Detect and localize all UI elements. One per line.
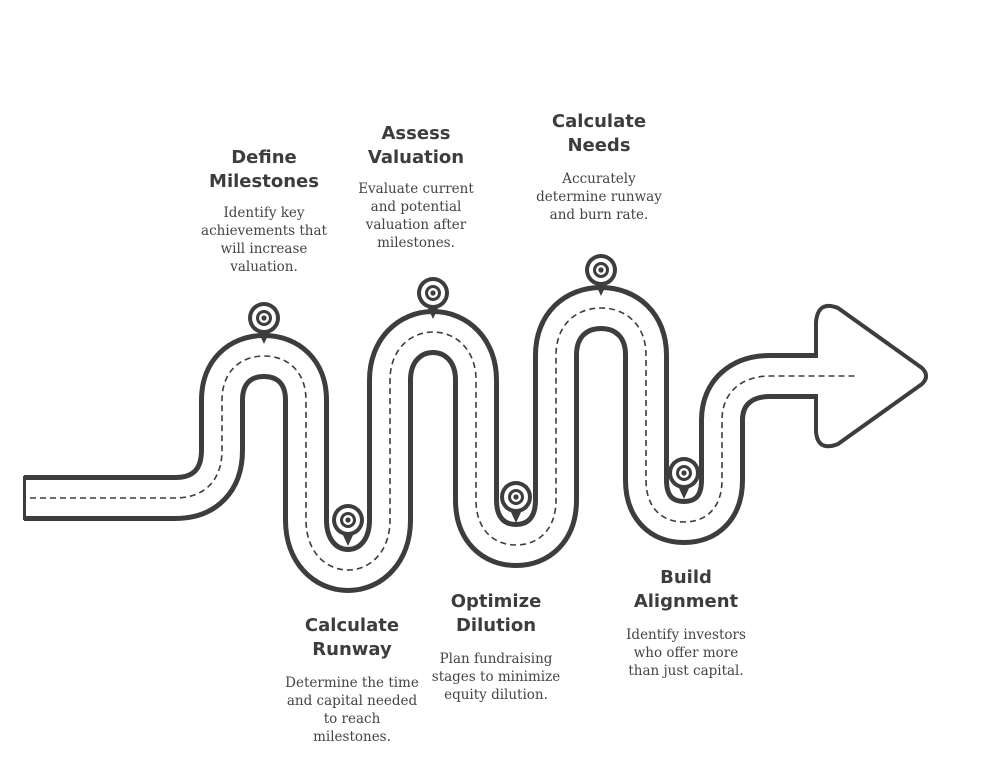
pin-assess-valuation-icon [417, 277, 449, 319]
step-calculate-runway: Calculate Runway Determine the time and … [266, 614, 438, 746]
step-title: Define Milestones [209, 147, 319, 192]
step-description: Plan fundraising stages to minimize equi… [431, 651, 561, 703]
pin-define-milestones-icon [248, 302, 280, 344]
step-description: Accurately determine runway and burn rat… [536, 171, 662, 223]
pin-calculate-runway-icon [332, 504, 364, 546]
step-description: Identify key achievements that will incr… [201, 205, 327, 275]
step-optimize-dilution: Optimize Dilution Plan fundraising stage… [410, 590, 582, 704]
road-center-line [30, 307, 855, 571]
step-title: Calculate Needs [551, 111, 647, 156]
arrow-head-icon [814, 303, 928, 449]
step-description: Identify investors who offer more than j… [626, 627, 746, 679]
step-build-alignment: Build Alignment Identify investors who o… [588, 566, 784, 680]
step-define-milestones: Define Milestones Identify key achieveme… [178, 146, 350, 276]
road-surface [24, 290, 880, 588]
pin-calculate-needs-icon [585, 254, 617, 296]
step-assess-valuation: Assess Valuation Evaluate current and po… [330, 122, 502, 252]
step-title: Calculate Runway [304, 615, 400, 660]
step-calculate-needs: Calculate Needs Accurately determine run… [493, 110, 705, 224]
step-title: Optimize Dilution [450, 591, 542, 636]
step-description: Determine the time and capital needed to… [285, 675, 419, 745]
pin-optimize-dilution-icon [500, 481, 532, 523]
road [23, 285, 928, 593]
step-title: Assess Valuation [367, 123, 465, 168]
pin-build-alignment-icon [668, 457, 700, 499]
step-title: Build Alignment [633, 567, 739, 612]
step-description: Evaluate current and potential valuation… [358, 181, 474, 251]
